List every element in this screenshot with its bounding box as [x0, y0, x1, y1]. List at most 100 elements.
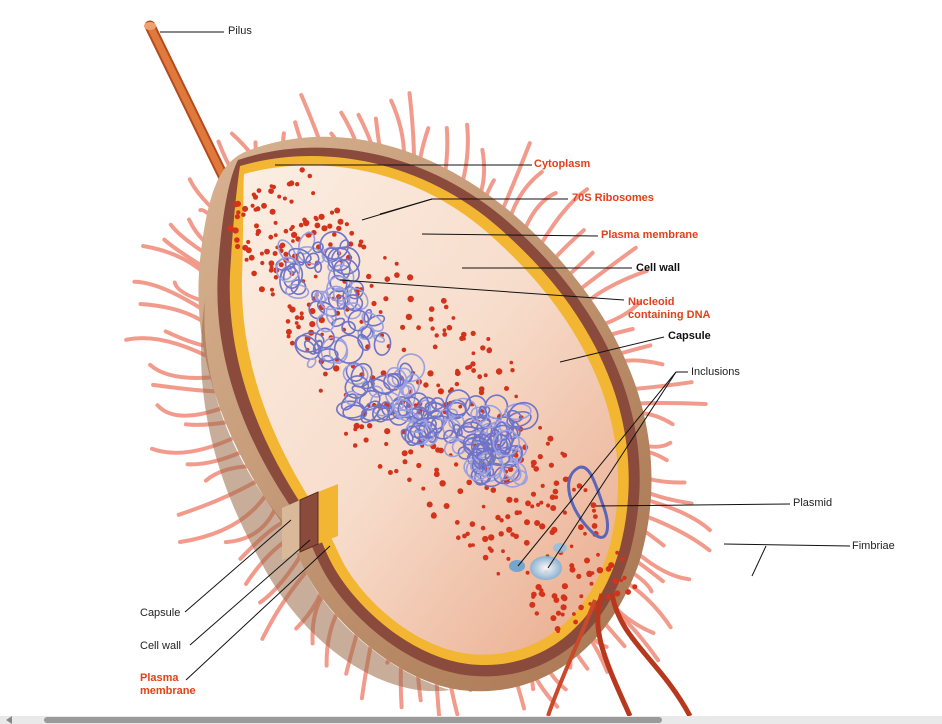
dna-loop: [492, 429, 520, 457]
ribosome-dot: [579, 594, 584, 599]
dna-loop: [506, 409, 523, 423]
ribosome-dot: [427, 370, 434, 377]
dna-loop: [373, 334, 386, 343]
ribosome-dot: [533, 466, 539, 472]
leader-lines: [160, 31, 851, 681]
ribosome-dot: [546, 503, 551, 508]
dna-loop: [457, 446, 472, 460]
dna-loop: [512, 469, 528, 486]
ribosome-dot: [524, 519, 530, 526]
ribosome-dot: [336, 225, 342, 232]
ribosome-dot: [254, 223, 259, 229]
scrollbar-thumb[interactable]: [44, 717, 662, 723]
ribosome-dot: [232, 227, 239, 234]
ribosome-dot: [537, 454, 543, 460]
scroll-left-arrow-icon[interactable]: [6, 716, 12, 724]
dna-loop: [471, 443, 495, 467]
ribosome-dot: [506, 556, 511, 561]
nucleoid-dna: [275, 230, 539, 488]
ribosome-dot: [440, 297, 447, 304]
ribosome-dot: [434, 333, 439, 338]
ribosome-dot: [548, 462, 555, 468]
ribosome-dot: [553, 597, 560, 603]
ribosome-dot: [273, 275, 279, 280]
label-plasma-membrane-cut-line1: Plasma: [140, 672, 179, 684]
ribosome-dot: [394, 261, 399, 266]
ribosome-dot: [270, 292, 275, 297]
dna-loop: [501, 435, 528, 460]
dna-loop: [360, 400, 381, 424]
ribosome-dot: [469, 521, 476, 527]
dna-loop: [294, 334, 320, 360]
ribosome-dot: [456, 535, 461, 540]
ribosome-dot: [361, 244, 367, 250]
ribosome-dot: [551, 526, 558, 534]
ribosome-dot: [583, 531, 587, 536]
ribosome-dot: [554, 626, 561, 632]
ribosome-dot: [242, 205, 249, 212]
ribosome-dot: [531, 591, 537, 598]
ribosome-dot: [549, 494, 556, 501]
dna-loop: [373, 331, 392, 356]
ribosome-dot: [299, 315, 305, 321]
ribosome-dot: [333, 365, 340, 372]
ribosome-dot: [407, 274, 414, 281]
ribosome-dot: [380, 370, 387, 376]
ribosome-dot: [273, 220, 278, 225]
ribosome-dot: [353, 422, 360, 429]
dna-loop: [314, 327, 335, 349]
dna-loop: [393, 398, 413, 418]
ribosome-dot: [256, 188, 262, 194]
ribosome-dot: [586, 570, 593, 577]
ribosome-dot: [513, 497, 519, 503]
dna-loop: [499, 438, 508, 454]
ribosome-dot: [383, 255, 387, 260]
ribosome-dot: [272, 251, 278, 256]
dna-loop: [331, 317, 346, 328]
dna-loop: [470, 406, 488, 424]
ribosome-dot: [299, 167, 305, 173]
ribosome-dot: [530, 491, 537, 497]
dna-loop: [470, 416, 492, 430]
ribosome-dot: [577, 483, 583, 489]
ribosome-dot: [431, 512, 437, 518]
ribosome-dot: [482, 554, 489, 561]
ribosome-dot: [560, 604, 567, 611]
ribosome-dot: [578, 524, 584, 531]
ribosome-dot: [480, 345, 486, 351]
ribosome-dot: [605, 566, 612, 572]
ribosome-dot: [318, 213, 325, 220]
ribosome-dot: [405, 313, 413, 321]
ribosome-dot: [283, 251, 289, 257]
dna-loop: [357, 333, 371, 351]
ribosome-dot: [269, 265, 274, 270]
dna-loop: [350, 362, 373, 388]
horizontal-scrollbar[interactable]: [0, 716, 942, 724]
dna-loop: [347, 287, 369, 310]
ribosome-dot: [488, 534, 495, 541]
ribosome-dot: [437, 388, 444, 395]
ribosome-dot: [383, 296, 389, 302]
pilus-shape: [144, 20, 234, 192]
ribosome-dot: [434, 467, 439, 473]
ribosome-dot: [591, 508, 597, 513]
label-nucleoid-line1: Nucleoid: [628, 296, 675, 308]
dna-loop: [317, 348, 339, 362]
ribosome-dot: [291, 239, 295, 243]
ribosome-dot: [291, 231, 298, 238]
ribosome-dot: [495, 368, 503, 375]
ribosome-dot: [401, 347, 407, 353]
ribosome-dot: [539, 500, 544, 505]
ribosome-dot: [458, 404, 463, 409]
ribosome-dot: [619, 578, 624, 583]
ribosome-dot: [236, 210, 241, 215]
dna-loop: [484, 448, 511, 467]
ribosome-dot: [394, 272, 400, 278]
dna-loop: [475, 441, 497, 467]
ribosome-dot: [442, 328, 447, 333]
ribosome-dot: [487, 347, 492, 352]
dna-loop: [314, 260, 323, 273]
ribosome-dot: [506, 496, 513, 503]
ribosome-dot: [612, 578, 619, 585]
ribosome-dot: [234, 237, 240, 243]
